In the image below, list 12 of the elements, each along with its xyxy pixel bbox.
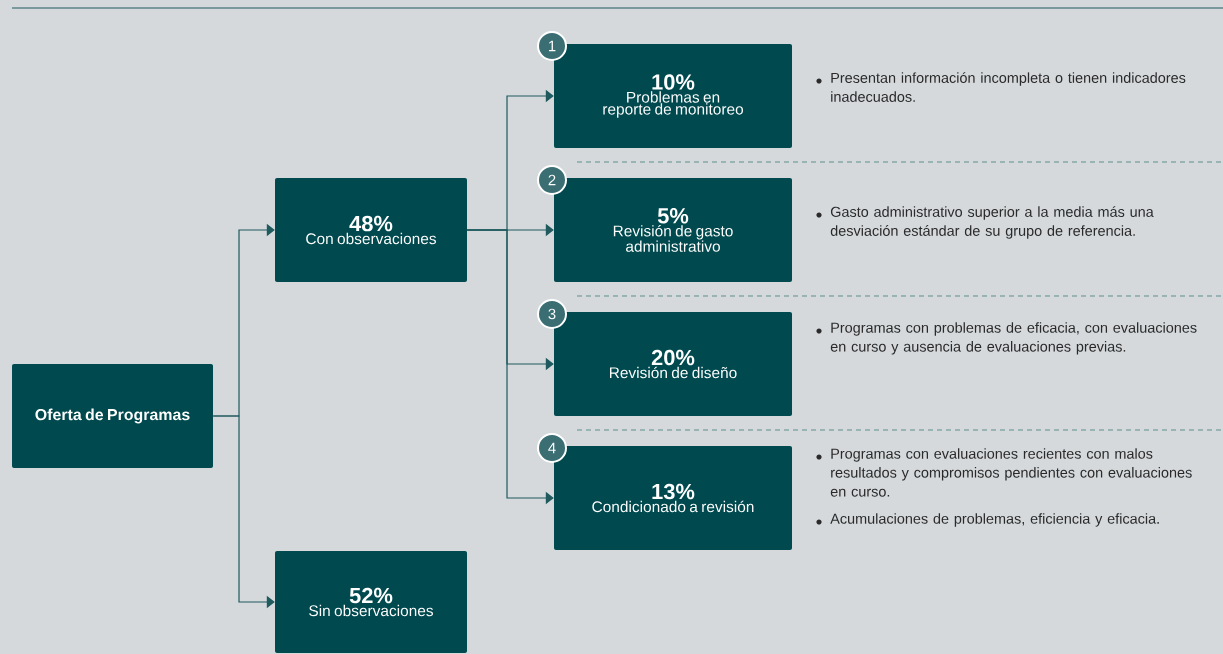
bullet-text: Programas con evaluaciones recientes con malos resultados y compromisos pendientes con evaluaciones en curso. bbox=[830, 448, 1192, 497]
callout-number: 1 bbox=[537, 31, 567, 61]
callout-number: 2 bbox=[537, 165, 567, 195]
process-box: 48% Con observaciones bbox=[275, 178, 467, 282]
bullet-text: Presentan información incompleta o tienen indicadores inadecuados. bbox=[831, 72, 1186, 102]
callout-number: 3 bbox=[537, 299, 567, 329]
bullet-text: Gasto administrativo superior a la media más una desviación estándar de su grupo de referencia. bbox=[830, 206, 1154, 239]
bullet-text: Acumulaciones de problemas, eficiencia y eficacia. bbox=[830, 513, 1159, 527]
bullet-text: Programas con problemas de eficacia, con evaluaciones en curso y ausencia de evaluaciones previas. bbox=[830, 322, 1197, 355]
process-box: Oferta de Programas bbox=[12, 364, 213, 468]
callout-number: 4 bbox=[537, 433, 567, 463]
process-box: 52% Sin observaciones bbox=[275, 551, 467, 653]
